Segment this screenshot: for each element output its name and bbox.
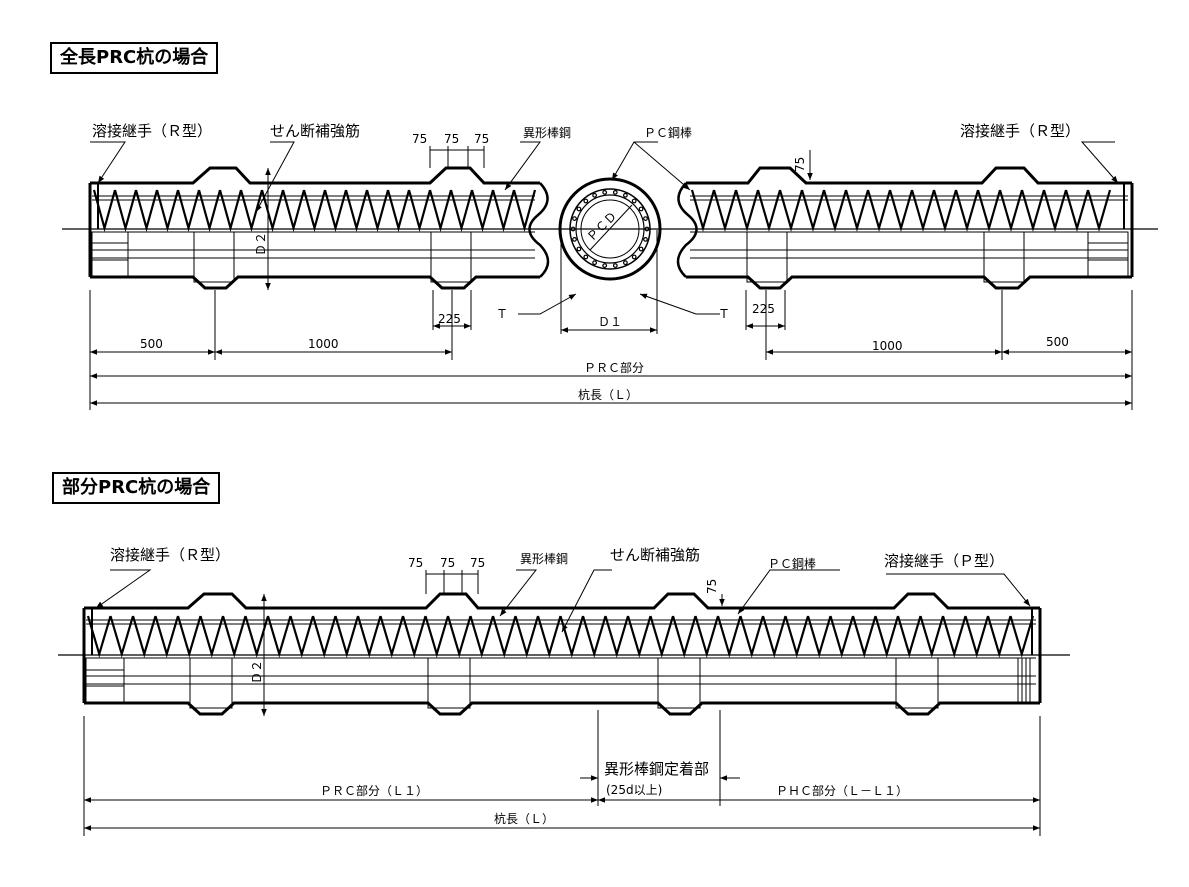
- partial-prc-dim-75c: 75: [470, 556, 485, 570]
- full-prc-pcd-label: ＰＣＤ: [584, 209, 619, 244]
- cross-section-bars: [570, 189, 650, 269]
- cross-section-bar-dot: [638, 246, 644, 252]
- full-prc-right-shear-spiral: [690, 189, 1112, 232]
- full-prc-dim-225-right: 225: [752, 302, 775, 316]
- cross-section-bar-dot: [572, 216, 577, 222]
- full-prc-dim-75c: 75: [474, 132, 489, 146]
- full-prc-pile-drawing: [62, 141, 1158, 410]
- full-prc-t-left-label: Ｔ: [496, 307, 508, 321]
- full-prc-d2-label: Ｄ２: [254, 232, 268, 256]
- full-prc-dim-500-right: 500: [1046, 335, 1069, 349]
- full-prc-d1-label: Ｄ１: [598, 315, 622, 329]
- partial-prc-anchorage-label: 異形棒鋼定着部: [604, 760, 709, 778]
- spiral-rebar: [690, 189, 1112, 232]
- full-prc-dim-225-left: 225: [438, 312, 461, 326]
- full-prc-dim-75b: 75: [444, 132, 459, 146]
- partial-prc-deformed-bar-label: 異形棒鋼: [520, 552, 568, 566]
- full-prc-dim-75-right: 75: [793, 157, 807, 172]
- full-prc-dim-500-left: 500: [140, 337, 163, 351]
- cross-section-bar-dot: [592, 260, 597, 266]
- partial-prc-dim-75b: 75: [440, 556, 455, 570]
- cross-section-bar-dot: [643, 216, 648, 222]
- full-prc-dim-1000-left: 1000: [308, 337, 339, 351]
- partial-prc-joint-left-label: 溶接継手（Ｒ型）: [110, 546, 230, 564]
- cross-section-bar-dot: [643, 236, 648, 242]
- partial-prc-dim-75a: 75: [408, 556, 423, 570]
- full-prc-dim-75a: 75: [412, 132, 427, 146]
- full-prc-pc-bar-label: ＰＣ鋼棒: [644, 126, 692, 140]
- cross-section-bar-dot: [592, 192, 597, 198]
- section-title-full-prc: 全長PRC杭の場合: [50, 42, 219, 74]
- partial-prc-d2-label: Ｄ２: [250, 660, 264, 684]
- cross-section-bar-dot: [623, 192, 628, 198]
- cross-section-bar-dot: [576, 246, 582, 252]
- full-prc-left-shear-spiral: [92, 189, 537, 233]
- section-title-partial-prc: 部分PRC杭の場合: [52, 472, 221, 504]
- cross-section-bar-dot: [644, 226, 650, 232]
- cross-section-bar-dot: [602, 189, 608, 195]
- partial-prc-joint-right-label: 溶接継手（Ｐ型）: [884, 552, 1004, 570]
- partial-prc-phc-part-label: ＰＨＣ部分（Ｌ－Ｌ１）: [776, 783, 908, 798]
- cross-section-bar-dot: [631, 254, 637, 260]
- cross-section-bar-dot: [576, 206, 582, 212]
- full-prc-joint-left-label: 溶接継手（Ｒ型）: [92, 122, 212, 140]
- full-prc-pile-length-label: 杭長（Ｌ）: [578, 387, 638, 402]
- partial-prc-pile-body: [82, 592, 1042, 716]
- partial-prc-pile-length-label: 杭長（Ｌ）: [494, 811, 554, 826]
- partial-prc-pile-drawing: [58, 569, 1070, 836]
- partial-prc-anchorage-note: (25d以上): [606, 783, 662, 797]
- cross-section-bar-dot: [612, 263, 618, 269]
- partial-prc-dim-75-right: 75: [705, 579, 719, 594]
- full-prc-prc-part-label: ＰＲＣ部分: [584, 360, 644, 375]
- spiral-rebar: [92, 189, 537, 233]
- cross-section-bar-dot: [583, 198, 589, 204]
- full-prc-t-right-label: Ｔ: [718, 307, 730, 321]
- full-prc-dim-1000-right: 1000: [872, 339, 903, 353]
- partial-prc-pc-bar-label: ＰＣ鋼棒: [768, 557, 816, 571]
- cross-section-bar-dot: [631, 198, 637, 204]
- full-prc-shear-rebar-label: せん断補強筋: [270, 122, 360, 140]
- cross-section-bar-dot: [572, 236, 577, 242]
- cross-section-bar-dot: [602, 263, 608, 269]
- partial-prc-prc-part-label: ＰＲＣ部分（Ｌ１）: [320, 783, 428, 798]
- cross-section-bar-dot: [623, 260, 628, 266]
- cross-section-bar-dot: [612, 189, 618, 195]
- full-prc-cross-section: [558, 177, 662, 281]
- full-prc-left-pile-body: [88, 166, 550, 290]
- cross-section-bar-dot: [583, 254, 589, 260]
- partial-prc-shear-rebar-label: せん断補強筋: [610, 546, 700, 564]
- cross-section-bar-dot: [638, 206, 644, 212]
- partial-prc-shear-spiral: [86, 615, 1035, 658]
- full-prc-joint-right-label: 溶接継手（Ｒ型）: [960, 122, 1080, 140]
- spiral-rebar: [86, 615, 1035, 658]
- full-prc-deformed-bar-label: 異形棒鋼: [523, 126, 571, 140]
- cross-section-bar-dot: [570, 226, 576, 232]
